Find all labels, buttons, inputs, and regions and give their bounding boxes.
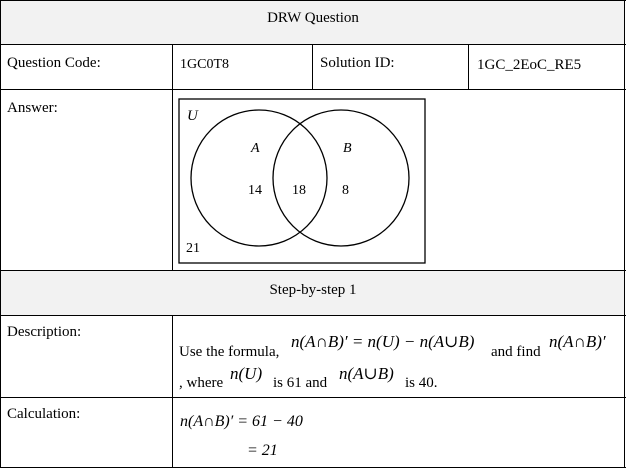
set-a-label: A <box>250 141 260 156</box>
formula-main: n(A∩B)′ = n(U) − n(A∪B) <box>291 332 475 351</box>
universal-set-box <box>178 98 426 264</box>
only-b-value: 8 <box>342 183 349 198</box>
table-border-top <box>0 0 626 1</box>
col-divider <box>172 315 173 468</box>
set-b-circle <box>272 109 410 247</box>
row-divider <box>0 44 626 45</box>
row-divider <box>0 397 626 398</box>
question-code-label: Question Code: <box>7 55 101 71</box>
solution-id-value: 1GC_2EoC_RE5 <box>477 57 582 73</box>
description-text-5: is 40. <box>405 375 438 391</box>
col-divider <box>172 44 173 271</box>
table-border-right <box>624 0 625 468</box>
calculation-line-2: = 21 <box>247 442 278 459</box>
description-text-4: is 61 and <box>273 375 328 391</box>
description-text-3: , where <box>179 375 224 391</box>
intersection-value: 18 <box>292 183 306 198</box>
question-code-value: 1GC0T8 <box>180 57 229 72</box>
header-title: DRW Question <box>267 10 359 26</box>
venn-diagram: U A B 14 18 8 21 <box>178 98 426 264</box>
solution-id-label: Solution ID: <box>320 55 395 71</box>
description-label: Description: <box>7 324 82 340</box>
table-border-bottom <box>0 467 626 468</box>
answer-label: Answer: <box>7 100 58 116</box>
calculation-label: Calculation: <box>7 406 81 422</box>
calculation-line-1: n(A∩B)′ = 61 − 40 <box>180 413 303 430</box>
row-divider <box>0 89 626 90</box>
set-b-label: B <box>343 141 352 156</box>
row-divider <box>0 270 626 271</box>
description-text-1: Use the formula, <box>179 344 280 360</box>
only-a-value: 14 <box>248 183 262 198</box>
universal-set-label: U <box>187 108 199 124</box>
outside-value: 21 <box>186 241 200 256</box>
row-divider <box>0 315 626 316</box>
set-a-circle <box>190 109 328 247</box>
col-divider <box>468 44 469 90</box>
step-title: Step-by-step 1 <box>269 282 357 298</box>
table-border-left <box>0 0 1 468</box>
formula-nU: n(U) <box>230 364 263 383</box>
formula-target: n(A∩B)′ <box>549 332 606 351</box>
step-row-bg <box>1 271 624 315</box>
description-text-2: and find <box>491 344 541 360</box>
formula-nAuB: n(A∪B) <box>339 364 394 383</box>
header-row-bg <box>1 1 624 44</box>
col-divider <box>312 44 313 90</box>
